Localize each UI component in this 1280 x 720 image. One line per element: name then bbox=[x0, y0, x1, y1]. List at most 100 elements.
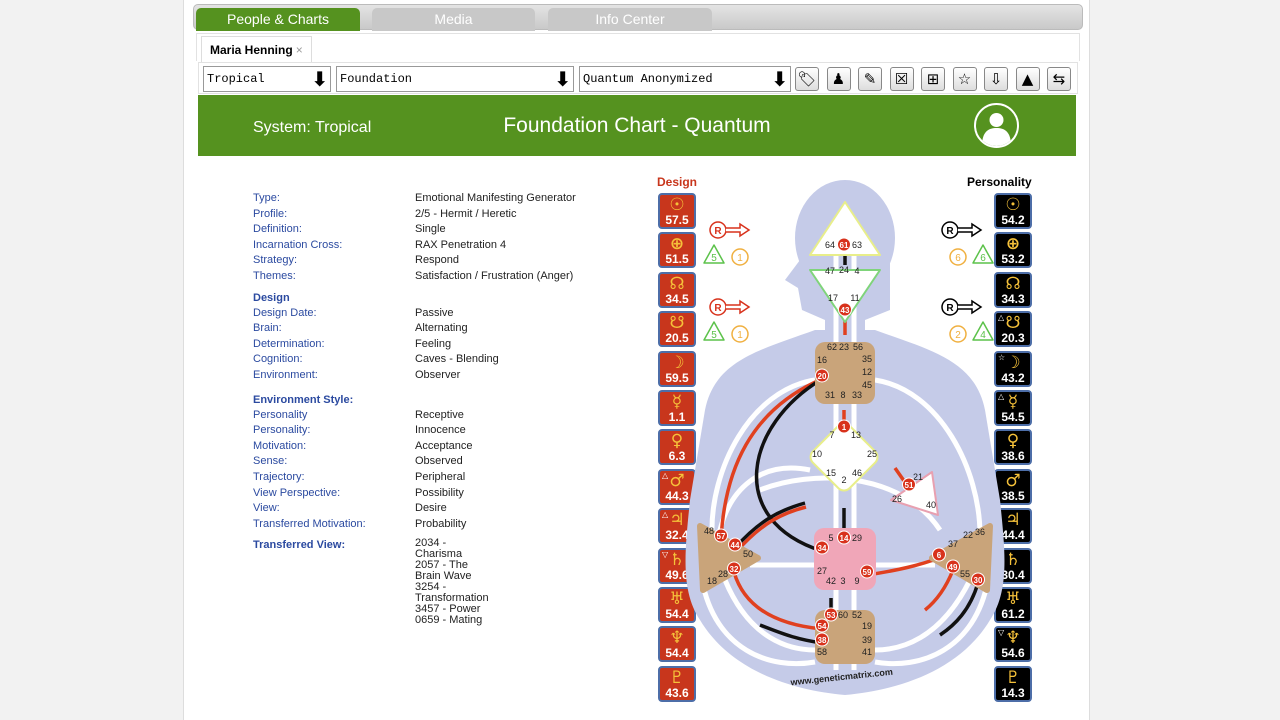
info-row: Design Date:Passive bbox=[253, 306, 454, 322]
pdf-download-button[interactable]: ⇩ bbox=[984, 67, 1008, 91]
info-row: Type:Emotional Manifesting Generator bbox=[253, 191, 576, 207]
variable-number: 5 bbox=[711, 330, 717, 341]
gate-number: 4 bbox=[854, 266, 859, 276]
gate-number: 20 bbox=[818, 372, 827, 381]
image-button[interactable]: ▲ bbox=[1015, 67, 1040, 91]
info-label: Definition: bbox=[253, 223, 302, 236]
design-planet[interactable]: ☉57.5 bbox=[658, 193, 696, 229]
triangle-icon bbox=[703, 244, 725, 264]
design-planet[interactable]: ☽59.5 bbox=[658, 350, 696, 387]
marker-icon: ▽ bbox=[998, 628, 1005, 638]
info-label: Trajectory: bbox=[253, 470, 305, 483]
user-icon bbox=[982, 113, 1011, 146]
design-planet[interactable]: ♆54.4 bbox=[658, 626, 696, 663]
system-select[interactable]: Tropical⬇ bbox=[203, 66, 331, 92]
personality-planet[interactable]: ♇14.3 bbox=[994, 665, 1032, 702]
throat-center bbox=[815, 342, 875, 404]
planet-gate-line: 38.5 bbox=[1001, 488, 1025, 503]
gate-number: 24 bbox=[839, 265, 849, 275]
personality-planet[interactable]: ♅61.2 bbox=[994, 587, 1032, 623]
planet-glyph-icon: ☽ bbox=[1005, 352, 1021, 373]
gate-number: 30 bbox=[974, 576, 983, 585]
gate-number: 9 bbox=[854, 576, 859, 586]
planet-glyph-icon: ♀ bbox=[670, 431, 684, 452]
info-value: Innocence bbox=[415, 424, 466, 437]
personality-planet[interactable]: ♀38.6 bbox=[994, 429, 1032, 466]
design-planet[interactable]: ⊕51.5 bbox=[658, 232, 696, 269]
person-tab[interactable]: Maria Henning× bbox=[201, 36, 312, 62]
info-label: Incarnation Cross: bbox=[253, 238, 343, 251]
info-row: Motivation:Acceptance bbox=[253, 439, 472, 455]
planet-gate-line: 51.5 bbox=[665, 252, 689, 267]
gate-number: 29 bbox=[852, 533, 862, 543]
chart-type-select[interactable]: Foundation⬇ bbox=[336, 66, 574, 92]
variable-letter: R bbox=[946, 226, 954, 237]
personality-planet[interactable]: △☋20.3 bbox=[994, 311, 1032, 348]
info-label: Design Date: bbox=[253, 306, 317, 319]
gate-number: 25 bbox=[867, 449, 877, 459]
design-planet[interactable]: ☊34.5 bbox=[658, 271, 696, 308]
info-row: View Perspective:Possibility bbox=[253, 486, 464, 502]
transferred-view-item: 2034 - Charisma bbox=[415, 537, 463, 561]
info-label: View: bbox=[253, 502, 280, 515]
info-label: Strategy: bbox=[253, 254, 298, 267]
info-value: Emotional Manifesting Generator bbox=[415, 192, 576, 204]
design-planet[interactable]: ☿1.1 bbox=[658, 390, 696, 426]
g-center bbox=[809, 422, 879, 492]
personality-planet[interactable]: ☉54.2 bbox=[994, 193, 1032, 229]
active-gate-marker bbox=[932, 547, 946, 562]
pencil-button[interactable]: ✎ bbox=[858, 67, 882, 91]
delete-button[interactable]: ☒ bbox=[889, 67, 914, 91]
transferred-view-item: 3457 - Power bbox=[415, 603, 481, 616]
tab-people-charts[interactable]: People & Charts bbox=[196, 8, 360, 31]
arrow-down-icon: ⬇ bbox=[771, 67, 788, 91]
gate-number: 7 bbox=[829, 430, 834, 440]
personality-planet[interactable]: ▽♆54.6 bbox=[994, 626, 1032, 663]
active-gate-marker bbox=[714, 528, 728, 543]
add-note-button[interactable]: ⊞ bbox=[921, 67, 945, 91]
info-row: Brain:Alternating bbox=[253, 321, 468, 337]
planet-glyph-icon: ♅ bbox=[669, 589, 685, 609]
design-planet[interactable]: ☋20.5 bbox=[658, 311, 696, 348]
close-icon[interactable]: × bbox=[295, 43, 303, 57]
gate-number: 15 bbox=[826, 468, 836, 478]
gate-number: 1 bbox=[842, 423, 847, 432]
design-planet[interactable]: ♀6.3 bbox=[658, 429, 696, 466]
gate-number: 50 bbox=[743, 549, 753, 559]
triangle-icon bbox=[972, 321, 994, 341]
star-button[interactable]: ☆ bbox=[952, 67, 977, 91]
design-planet[interactable]: ♇43.6 bbox=[658, 665, 696, 702]
person-button[interactable]: ♟ bbox=[826, 67, 851, 91]
tag-button[interactable]: 🏷 bbox=[795, 67, 819, 91]
language-select[interactable]: Quantum Anonymized⬇ bbox=[579, 66, 791, 92]
swap-button[interactable]: ⇆ bbox=[1047, 67, 1071, 91]
info-row: Profile:2/5 - Hermit / Heretic bbox=[253, 207, 516, 223]
info-value: RAX Penetration 4 bbox=[415, 238, 507, 251]
personality-planet[interactable]: ☆☽43.2 bbox=[994, 350, 1032, 387]
planet-gate-line: 43.6 bbox=[665, 685, 689, 700]
personality-planet[interactable]: ⊕53.2 bbox=[994, 232, 1032, 269]
gate-number: 34 bbox=[818, 544, 827, 553]
gate-number: 31 bbox=[825, 390, 835, 400]
marker-icon: ▽ bbox=[662, 549, 669, 559]
info-label: Transferred Motivation: bbox=[253, 517, 366, 530]
info-value: Single bbox=[415, 223, 446, 236]
avatar[interactable] bbox=[974, 103, 1019, 148]
active-gate-marker bbox=[824, 607, 838, 622]
planet-glyph-icon: ♆ bbox=[669, 628, 685, 649]
info-label: Brain: bbox=[253, 322, 282, 335]
info-value: Respond bbox=[415, 254, 460, 267]
tab-media[interactable]: Media bbox=[372, 8, 535, 31]
personality-planet[interactable]: △☿54.5 bbox=[994, 390, 1032, 426]
gate-number: 32 bbox=[730, 565, 739, 574]
planet-glyph-icon: ☋ bbox=[669, 313, 685, 334]
planet-gate-line: 44.4 bbox=[1001, 528, 1025, 543]
planet-glyph-icon: ♀ bbox=[1006, 431, 1020, 452]
personality-planet[interactable]: ♂38.5 bbox=[994, 468, 1032, 505]
active-gate-marker bbox=[902, 477, 916, 492]
planet-glyph-icon: ☊ bbox=[669, 273, 685, 294]
personality-planet[interactable]: ☊34.3 bbox=[994, 271, 1032, 308]
tab-info-center[interactable]: Info Center bbox=[548, 8, 712, 31]
circle-icon bbox=[731, 325, 749, 343]
planet-glyph-icon: ♂ bbox=[669, 470, 685, 491]
